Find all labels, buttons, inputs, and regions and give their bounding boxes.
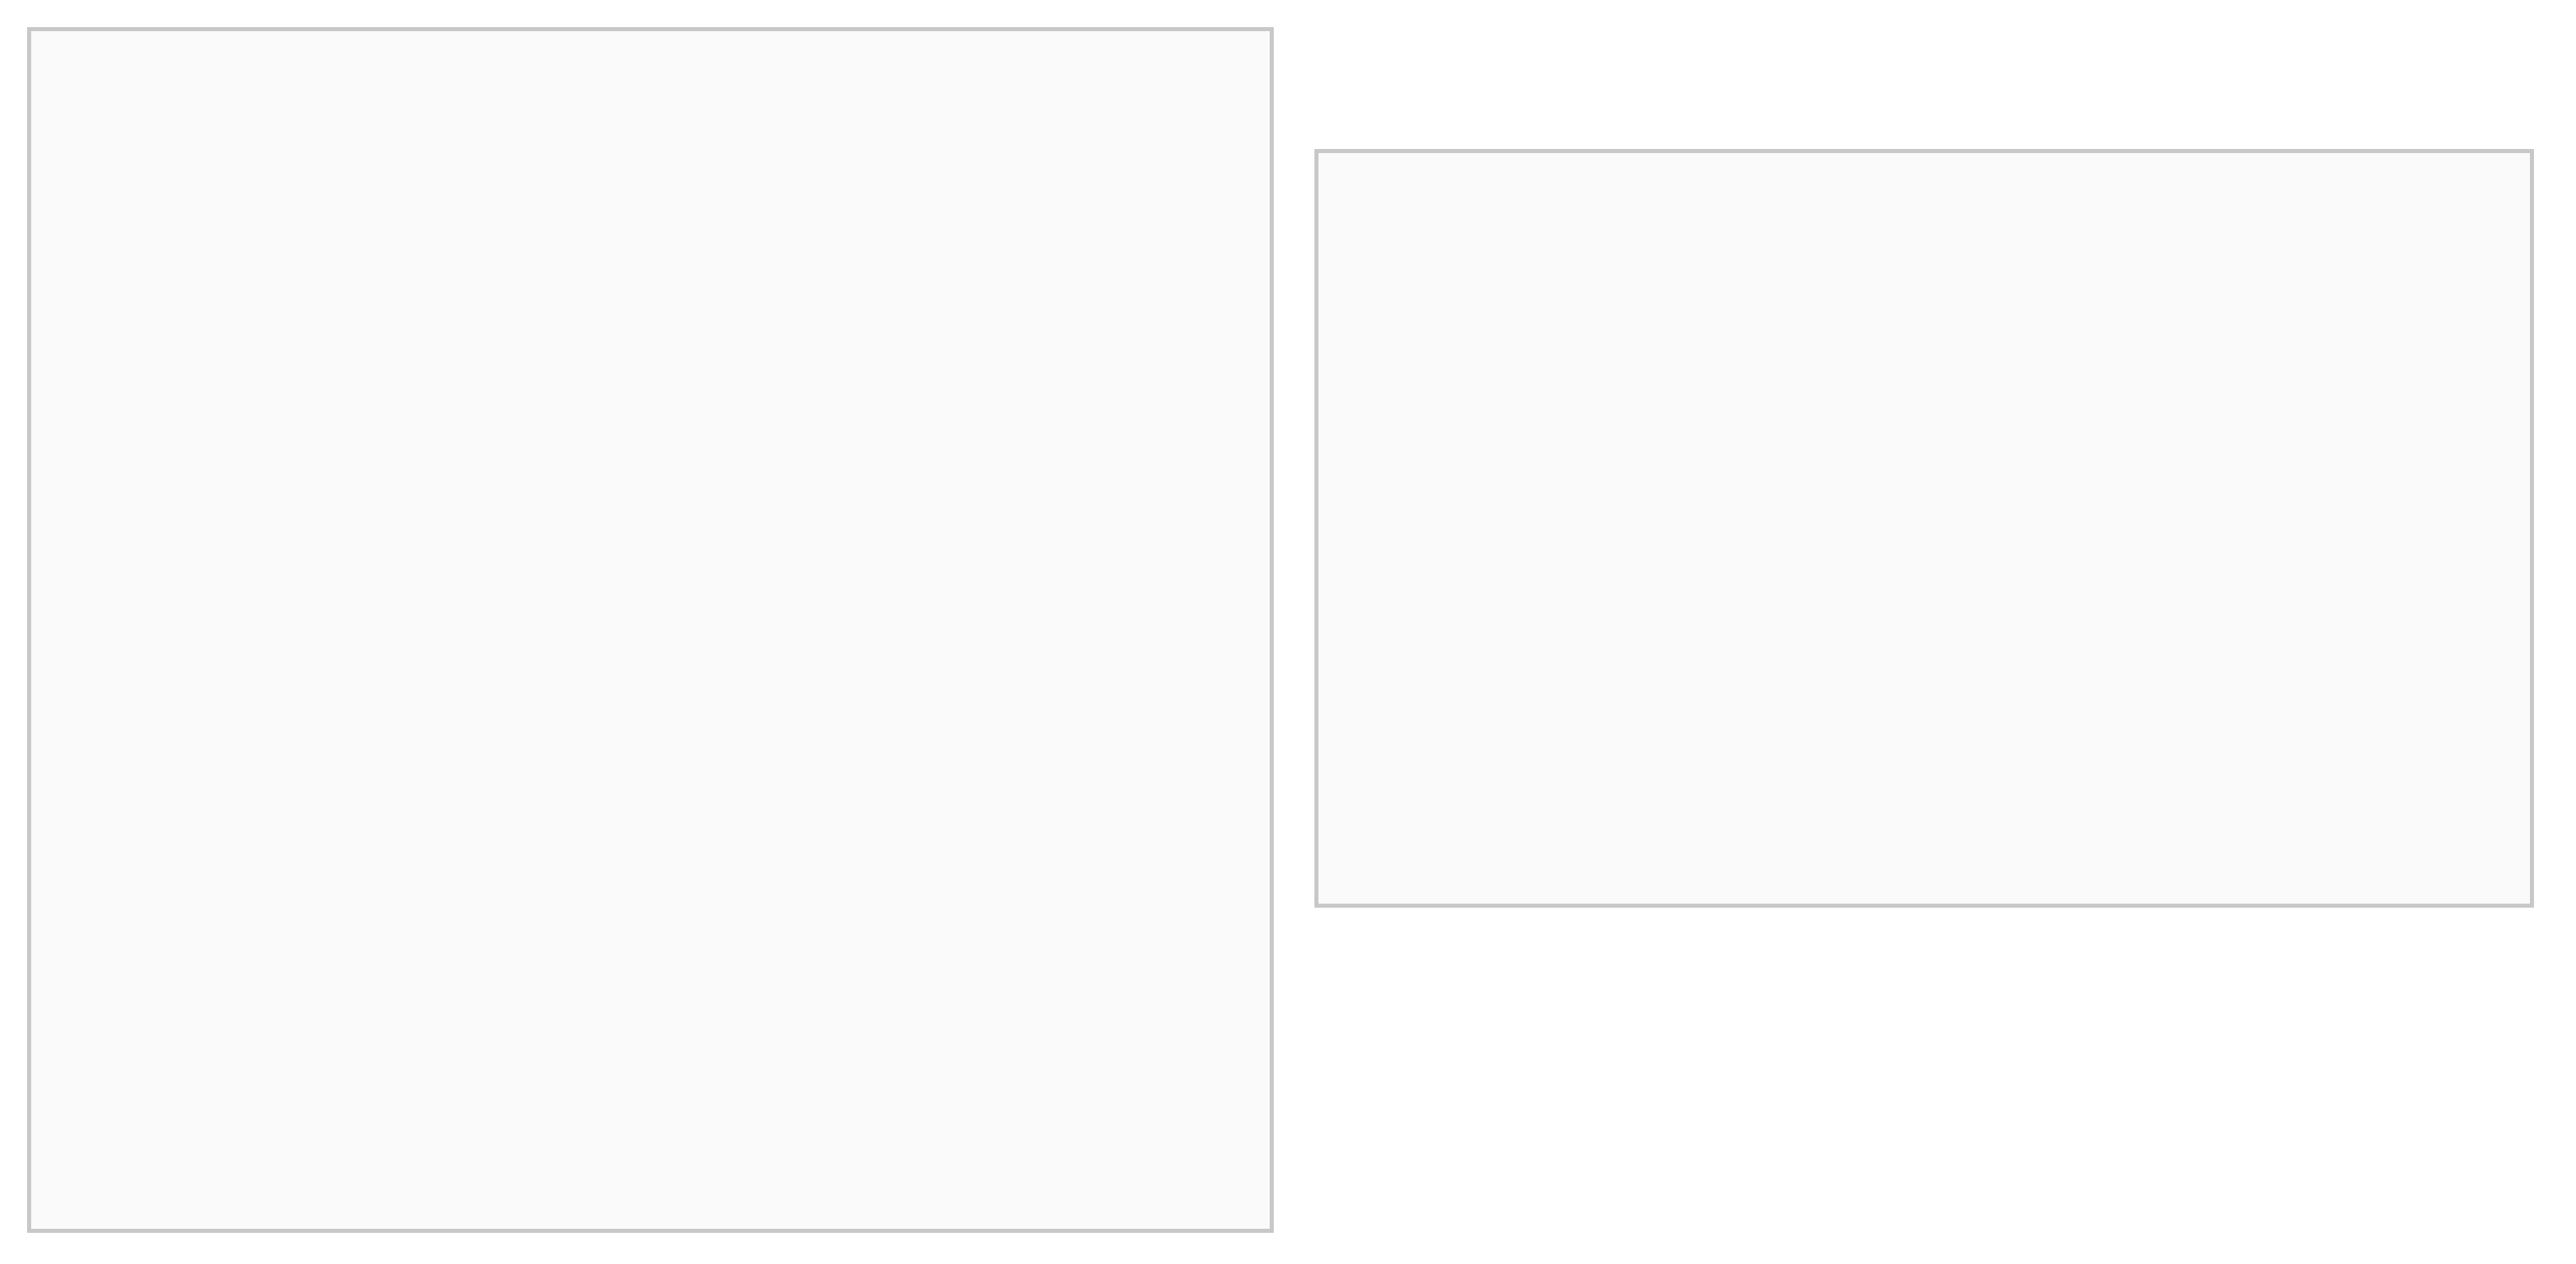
- right-panel: [1314, 149, 2534, 908]
- left-panel: [27, 27, 1274, 1233]
